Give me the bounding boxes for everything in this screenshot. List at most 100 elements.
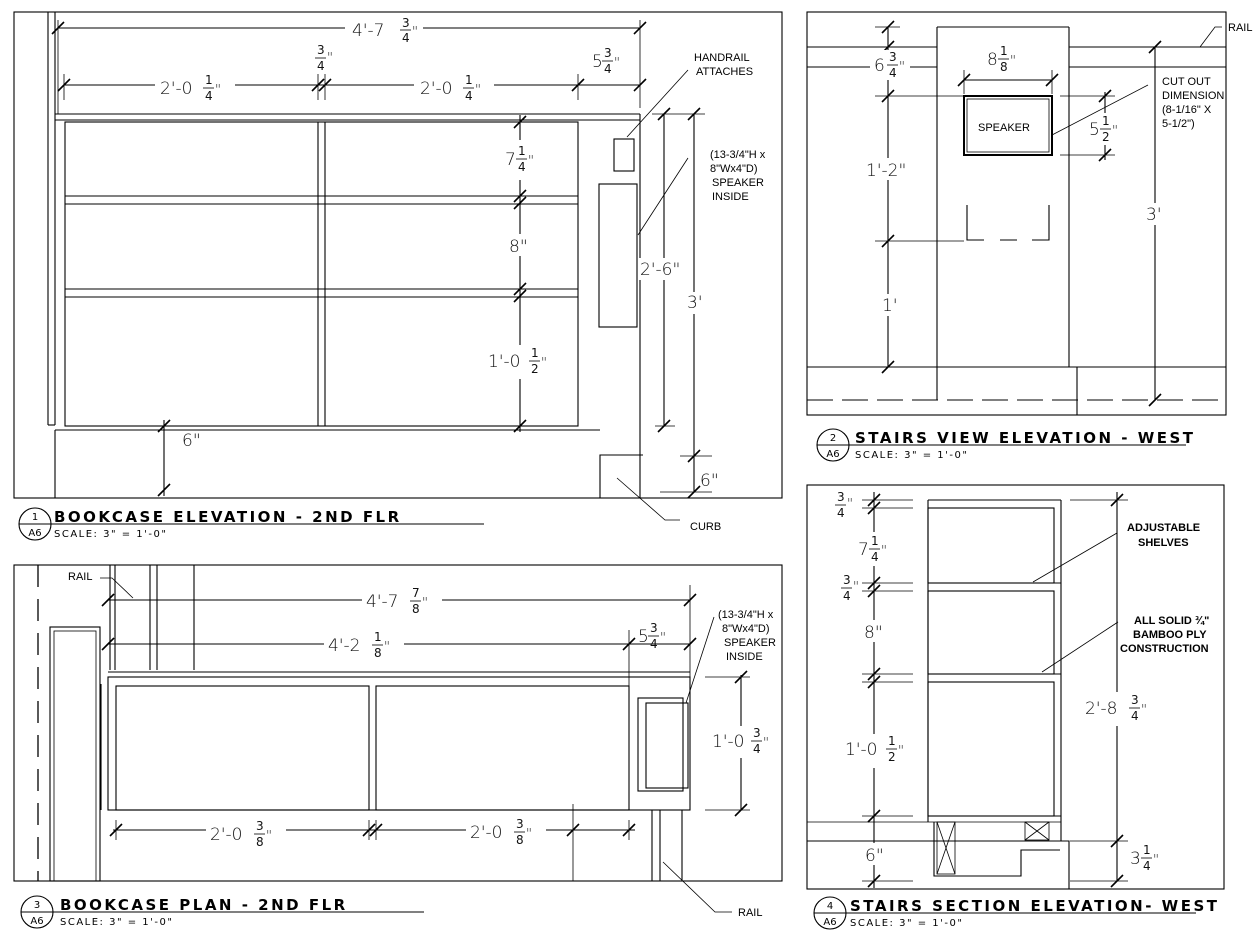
dim-section-toe: 6" [865,846,884,866]
note-plan-speaker: (13-3/4"H x [718,609,774,621]
dim-section-top-shelf: 7 [858,540,869,560]
svg-text:": " [1112,124,1118,139]
svg-text:4: 4 [317,59,325,73]
svg-text:INSIDE: INSIDE [726,651,763,663]
svg-text:": " [215,83,221,98]
dim-divider-width: 3 [317,43,325,57]
svg-text:": " [1141,703,1147,718]
svg-text:": " [614,56,620,71]
dim-plan-overall: 4'-7 [366,592,398,612]
dim-section-step: 3 [1130,849,1141,869]
svg-text:INSIDE: INSIDE [712,191,749,203]
note-adjustable-shelves: ADJUSTABLE [1127,522,1200,534]
dim-end-offset: 5 [592,52,603,72]
note-curb: CURB [690,521,721,533]
svg-text:1: 1 [888,734,896,748]
dim-bottom-shelf: 1'-0 [488,352,520,372]
dim-right-bay: 2'-0 [420,79,452,99]
svg-text:4: 4 [827,901,833,912]
svg-text:A6: A6 [30,916,43,927]
label-speaker: SPEAKER [978,122,1030,134]
note-handrail: HANDRAIL [694,52,750,64]
svg-text:4: 4 [1131,709,1139,723]
svg-text:1: 1 [465,73,473,87]
note-rail-top: RAIL [68,571,92,583]
svg-text:7: 7 [412,586,420,600]
view-4-stairs-section: 3 4 " 7 1 4 " 3 4 " 8" 1'-0 1 2 " 6" 2'-… [806,484,1225,930]
view-scale: SCALE: 3" = 1'-0" [54,529,168,540]
svg-text:": " [899,60,905,75]
dim-plan-right-bay: 2'-0 [470,823,502,843]
svg-text:8: 8 [412,602,420,616]
svg-text:4: 4 [650,637,658,651]
svg-text:4: 4 [843,589,851,603]
svg-text:1: 1 [531,346,539,360]
view-number: 1 [32,512,38,523]
svg-text:8"Wx4"D): 8"Wx4"D) [722,623,770,635]
dim-rail-offset: 6 [874,56,885,76]
dim-overall-width: 4'-7 [352,21,384,41]
dim-speaker-height: 2'-6" [640,260,680,280]
svg-text:3: 3 [889,50,897,64]
dim-section-mid-shelf: 8" [864,623,883,643]
svg-text:": " [1010,54,1016,69]
view-title-3: BOOKCASE PLAN - 2ND FLR [60,896,348,914]
svg-text:3: 3 [1131,693,1139,707]
svg-text:3: 3 [516,817,524,831]
svg-text:": " [327,51,333,66]
dim-toe-kick: 6" [182,431,201,451]
dim-section-total: 2'-8 [1085,699,1117,719]
svg-text:1: 1 [374,630,382,644]
dim-upper-height: 1'-2" [866,161,906,181]
svg-text:": " [475,83,481,98]
svg-text:4: 4 [753,742,761,756]
svg-text:": " [526,827,532,842]
svg-text:1: 1 [1000,44,1008,58]
view-2-stairs-elevation: SPEAKER 6 3 4 " 1'-2" 1' 8 1 8 " 5 1 2 "… [806,11,1252,462]
svg-text:8: 8 [374,646,382,660]
dim-cutout-height: 5 [1089,120,1100,140]
svg-text:3: 3 [256,819,264,833]
svg-text:ATTACHES: ATTACHES [696,66,753,78]
note-rail: RAIL [1228,22,1252,34]
svg-text:4: 4 [871,550,879,564]
view-3-bookcase-plan: 4'-7 7 8 " 4'-2 1 8 " 5 3 4 " 1'-0 3 4 "… [13,564,783,929]
view-1-bookcase-elevation: 4'-7 3 4 " 2'-0 1 4 " 2'-0 1 4 " 3 4 " 5… [13,11,783,541]
note-speaker: (13-3/4"H x [710,149,766,161]
svg-text:4: 4 [465,89,473,103]
svg-text:BAMBOO PLY: BAMBOO PLY [1133,629,1207,641]
svg-text:4: 4 [889,66,897,80]
svg-text:A6: A6 [826,449,839,460]
svg-text:": " [763,736,769,751]
dim-left-bay: 2'-0 [160,79,192,99]
svg-text:CONSTRUCTION: CONSTRUCTION [1120,643,1209,655]
dim-plan-depth: 1'-0 [712,732,744,752]
svg-text:": " [422,596,428,611]
svg-text:1: 1 [205,73,213,87]
svg-text:": " [541,356,547,371]
svg-text:3: 3 [650,621,658,635]
sheet-ref: A6 [28,528,41,539]
dim-overall-width-den: 4 [402,31,410,45]
svg-text:SPEAKER: SPEAKER [712,177,764,189]
view-scale-3: SCALE: 3" = 1'-0" [60,917,174,928]
dim-top-shelf: 7 [505,150,516,170]
svg-text:8: 8 [256,835,264,849]
svg-text:": " [1153,853,1159,868]
svg-text:3: 3 [604,46,612,60]
svg-text:4: 4 [1143,859,1151,873]
svg-text:1: 1 [518,144,526,158]
view-title-4: STAIRS SECTION ELEVATION- WEST [850,897,1220,915]
dim-section-bottom-shelf: 1'-0 [845,740,877,760]
note-cutout: CUT OUT [1162,76,1211,88]
svg-text:": " [881,544,887,559]
svg-text:": " [898,744,904,759]
svg-text:1: 1 [871,534,879,548]
svg-text:": " [528,154,534,169]
svg-text:": " [384,640,390,655]
svg-text:3: 3 [753,726,761,740]
view-title: BOOKCASE ELEVATION - 2ND FLR [54,508,402,526]
svg-text:2: 2 [830,433,836,444]
